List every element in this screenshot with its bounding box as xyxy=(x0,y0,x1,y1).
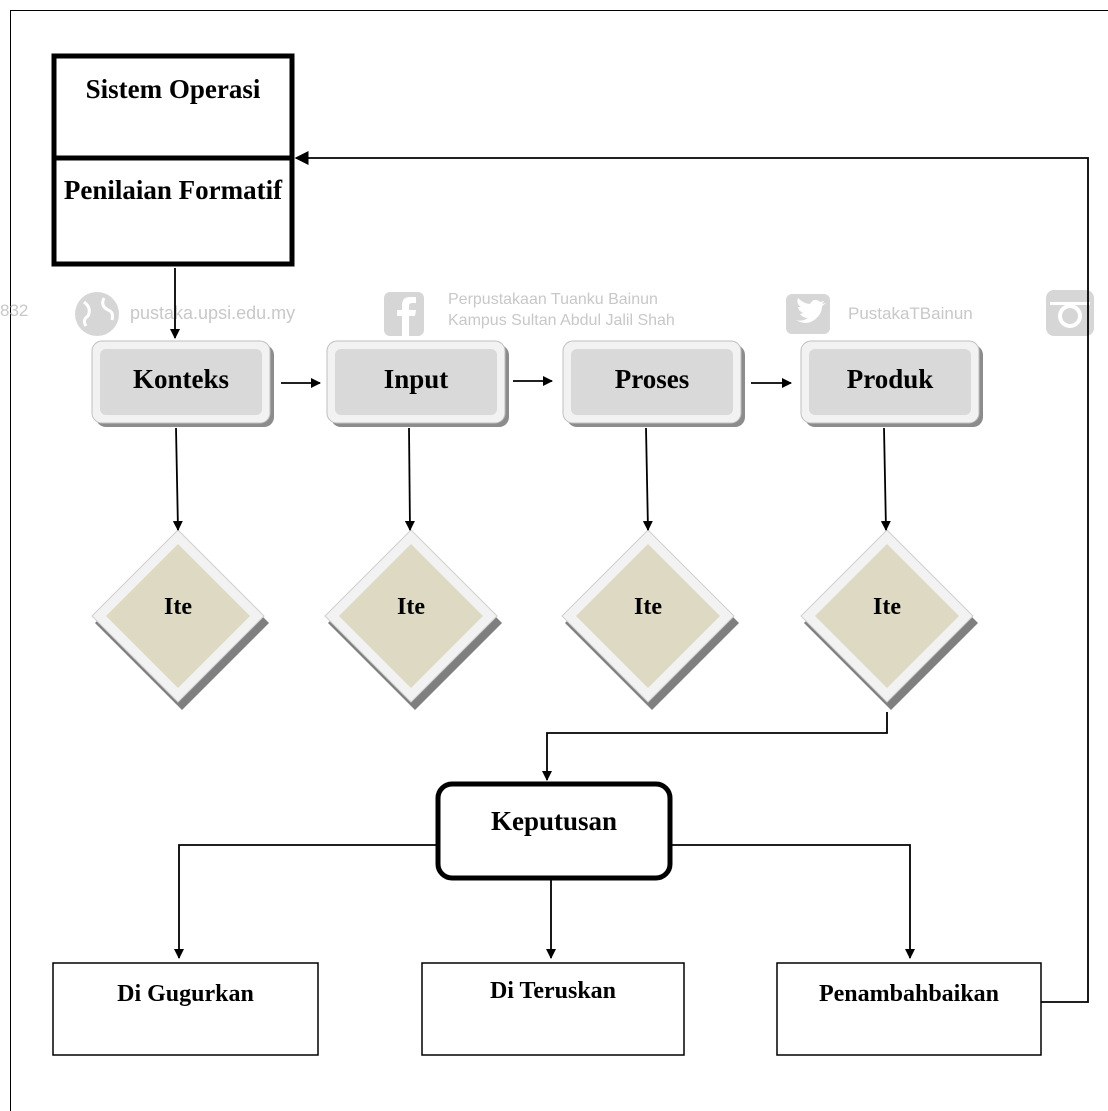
connectors xyxy=(170,151,1089,1003)
outcome-box-3 xyxy=(776,962,1042,1056)
stage-label-produk: Produk xyxy=(846,364,934,394)
stage-label-input: Input xyxy=(383,364,449,394)
stage-box-proses xyxy=(562,340,745,427)
top-box xyxy=(51,53,295,267)
item-label-4: Ite xyxy=(873,594,901,620)
watermark-number: 832 xyxy=(0,301,29,320)
watermark-website: pustaka.upsi.edu.my xyxy=(130,303,296,323)
item-diamond-4 xyxy=(800,529,978,710)
top-box-upper-label: Sistem Operasi xyxy=(85,74,261,104)
watermark-facebook-line2: Kampus Sultan Abdul Jalil Shah xyxy=(448,312,675,329)
stage-label-proses: Proses xyxy=(614,364,690,394)
item-diamond-2 xyxy=(324,529,502,710)
item-label-2: Ite xyxy=(397,594,425,620)
item-diamond-1 xyxy=(91,529,269,710)
item-label-1: Ite xyxy=(164,594,192,620)
outcome-label-3: Penambahbaikan xyxy=(818,981,1000,1007)
stage-box-produk xyxy=(800,340,983,427)
watermark-facebook-line1: Perpustakaan Tuanku Bainun xyxy=(448,291,658,308)
stage-label-konteks: Konteks xyxy=(132,364,230,394)
stage-box-konteks xyxy=(91,340,274,427)
stage-box-input xyxy=(326,340,509,427)
top-box-lower-label: Penilaian Formatif xyxy=(63,175,283,205)
outcome-label-1: Di Gugurkan xyxy=(117,981,254,1007)
item-diamond-3 xyxy=(561,529,739,710)
decision-box xyxy=(435,781,673,881)
diagram-frame xyxy=(10,10,1108,1111)
watermark-twitter: PustakaTBainun xyxy=(848,304,973,323)
outcome-label-2: Di Teruskan xyxy=(489,978,617,1004)
item-label-3: Ite xyxy=(634,594,662,620)
decision-label: Keputusan xyxy=(490,806,618,836)
outcome-box-2 xyxy=(421,962,685,1056)
outcome-box-1 xyxy=(52,962,319,1056)
